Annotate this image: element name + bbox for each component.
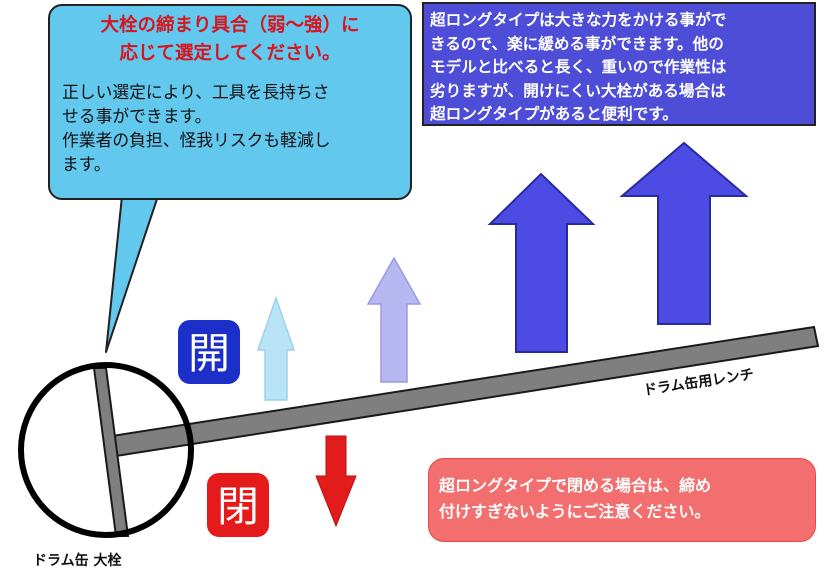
arrow-up-medium-icon: [366, 256, 422, 383]
arrow-down-icon: [315, 435, 357, 528]
callout-cyan: 大栓の締まり具合（弱〜強）に 応じて選定してください。 正しい選定により、工具を…: [48, 4, 412, 200]
callout-cyan-body-line: せる事ができます。: [62, 106, 212, 126]
open-badge: [178, 320, 240, 384]
callout-cyan-heading-line: 応じて選定してください。: [119, 43, 341, 64]
callout-blue-text: 超ロングタイプは大きな力をかける事がで きるので、楽に緩める事ができます。他の …: [430, 8, 808, 126]
callout-red-line: 付けすぎないようにご注意ください。: [439, 502, 711, 521]
callout-blue-line: モデルと比べると長く、重いので作業性は: [430, 57, 727, 76]
callout-blue-line: 超ロングタイプは大きな力をかける事がで: [430, 10, 727, 29]
arrow-up-large-icon: [487, 172, 596, 353]
callout-blue-line: きるので、楽に緩める事ができます。他の: [430, 33, 724, 53]
callout-cyan-heading-line: 大栓の締まり具合（弱〜強）に: [100, 15, 360, 36]
arrow-up-small-icon: [256, 295, 296, 401]
drum-plug-circle: [18, 362, 194, 538]
close-badge: [207, 473, 269, 537]
open-label: 開: [188, 329, 230, 378]
close-label: 閉: [217, 482, 259, 531]
plug-label: ドラム缶 大栓: [33, 552, 121, 569]
callout-cyan-heading: 大栓の締まり具合（弱〜強）に 応じて選定してください。: [60, 12, 400, 68]
callout-red: 超ロングタイプで閉める場合は、締め 付けすぎないようにご注意ください。: [428, 458, 816, 542]
callout-red-text: 超ロングタイプで閉める場合は、締め 付けすぎないようにご注意ください。: [439, 473, 805, 525]
callout-cyan-body-line: 作業者の負担、怪我リスクも軽減し: [62, 130, 331, 150]
callout-cyan-tail: [105, 195, 159, 353]
callout-blue-line: 超ロングタイプがあると便利です。: [430, 104, 678, 123]
callout-cyan-body: 正しい選定により、工具を長持ちさ せる事ができます。 作業者の負担、怪我リスクも…: [62, 80, 400, 176]
callout-blue-line: 劣りますが、開けにくい大栓がある場合は: [430, 80, 726, 100]
callout-red-line: 超ロングタイプで閉める場合は、締め: [439, 476, 712, 495]
callout-blue: 超ロングタイプは大きな力をかける事がで きるので、楽に緩める事ができます。他の …: [422, 2, 816, 126]
callout-cyan-body-line: 正しい選定により、工具を長持ちさ: [62, 82, 330, 102]
callout-cyan-body-line: ます。: [62, 154, 111, 174]
arrow-up-xlarge-icon: [619, 141, 749, 325]
